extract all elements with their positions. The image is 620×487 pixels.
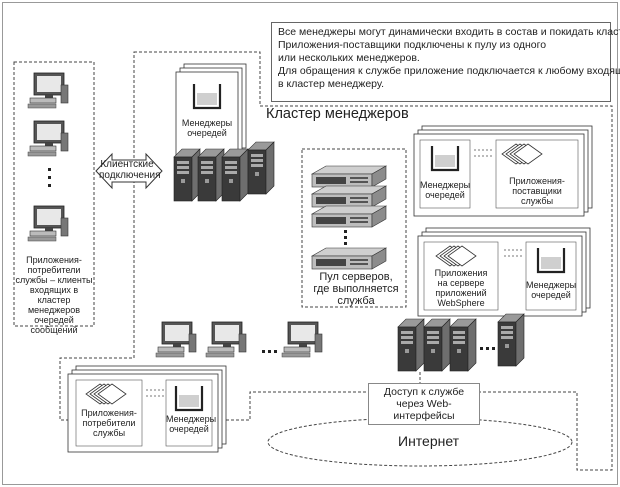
label-line: на сервере (437, 278, 485, 288)
tower-server-icon (497, 313, 525, 367)
desktop-computer-icon (27, 72, 69, 109)
double-arrow (95, 152, 163, 190)
label-line: Менеджеры (526, 280, 577, 290)
server-pool-label: Пул серверов, где выполняется служба (308, 271, 404, 307)
websphere-apps-label: Приложения на сервере приложений WebSphe… (424, 268, 498, 308)
desktop-computer-icon (27, 205, 69, 242)
label-line: очередей (34, 315, 74, 325)
label-line: Приложения- (26, 255, 82, 265)
queue-managers-label: Менеджеры очередей (176, 118, 238, 138)
desktop-computer-icon (27, 120, 69, 157)
label-line: очередей (425, 190, 465, 200)
web-access-label: Доступ к службе через Web-интерфейсы (368, 383, 480, 425)
ellipsis-dots (48, 168, 51, 187)
label-line: поставщики (512, 186, 562, 196)
queue-manager-card (175, 71, 239, 157)
label-line: потребители (27, 265, 81, 275)
label-line: службы – клиенты (15, 275, 93, 285)
note-box: Все менеджеры могут динамически входить … (271, 22, 620, 102)
label-line: службы (92, 428, 126, 438)
tower-server-icon (247, 141, 275, 195)
ellipsis-dots (480, 347, 495, 350)
label-line: WebSphere (437, 298, 485, 308)
tower-server-icon (449, 318, 477, 372)
note-line: Все менеджеры могут динамически входить … (278, 26, 620, 38)
rack-server-icon (311, 185, 387, 208)
label-line: входящих в кластер (29, 285, 79, 305)
label-line: подключения (99, 170, 161, 181)
label-line: службы (520, 196, 554, 206)
internet-label: Интернет (398, 433, 460, 449)
label-line: Приложения- (81, 408, 137, 418)
label-line: Менеджеры (166, 414, 217, 424)
tower-server-icon (173, 148, 201, 202)
label-line: Менеджеры (420, 180, 471, 190)
desktop-computer-icon (281, 321, 323, 358)
label-line: Доступ к службе (383, 386, 465, 398)
label-line: Приложения (434, 268, 488, 278)
label-line: менеджеров (27, 305, 81, 315)
tower-server-icon (423, 318, 451, 372)
note-line: Для обращения к службе приложение подклю… (278, 65, 620, 77)
queue-managers-label: Менеджеры очередей (420, 180, 470, 200)
label-line: потребители (82, 418, 136, 428)
queue-managers-label: Менеджеры очередей (526, 280, 576, 300)
note-line: или нескольких менеджеров. (278, 52, 420, 64)
rack-server-icon (311, 205, 387, 228)
providers-label: Приложения- поставщики службы (496, 176, 578, 206)
label-line: очередей (187, 128, 227, 138)
note-line: в кластер менеджеру. (278, 78, 385, 90)
tower-server-icon (197, 148, 225, 202)
label-line: через Web-интерфейсы (393, 398, 455, 422)
label-line: Приложения- (509, 176, 565, 186)
label-line: очередей (169, 424, 209, 434)
label-line: где выполняется (313, 283, 399, 295)
tower-server-icon (397, 318, 425, 372)
desktop-computer-icon (205, 321, 247, 358)
label-line: служба (337, 295, 375, 307)
queue-managers-label: Менеджеры очередей (166, 414, 217, 434)
cluster-boundary (59, 51, 613, 471)
tower-server-icon (221, 148, 249, 202)
bottom-consumers-label: Приложения- потребители службы (76, 408, 142, 438)
left-clients-caption: Приложения- потребители службы – клиенты… (14, 255, 94, 335)
label-line: приложений (435, 288, 487, 298)
rack-server-icon (311, 247, 387, 270)
rack-server-icon (311, 165, 387, 188)
label-line: Пул серверов, (319, 271, 393, 283)
label-line: Менеджеры (181, 118, 233, 128)
note-line: Приложения-поставщики подключены к пулу … (278, 39, 547, 51)
desktop-computer-icon (155, 321, 197, 358)
label-line: сообщений (30, 325, 78, 335)
label-line: очередей (531, 290, 571, 300)
cluster-title: Кластер менеджеров (266, 106, 409, 122)
label-line: Клиентские (100, 159, 154, 170)
ellipsis-dots (344, 230, 347, 245)
ellipsis-dots (262, 350, 277, 353)
client-connections-label: Клиентские подключения (99, 159, 161, 181)
